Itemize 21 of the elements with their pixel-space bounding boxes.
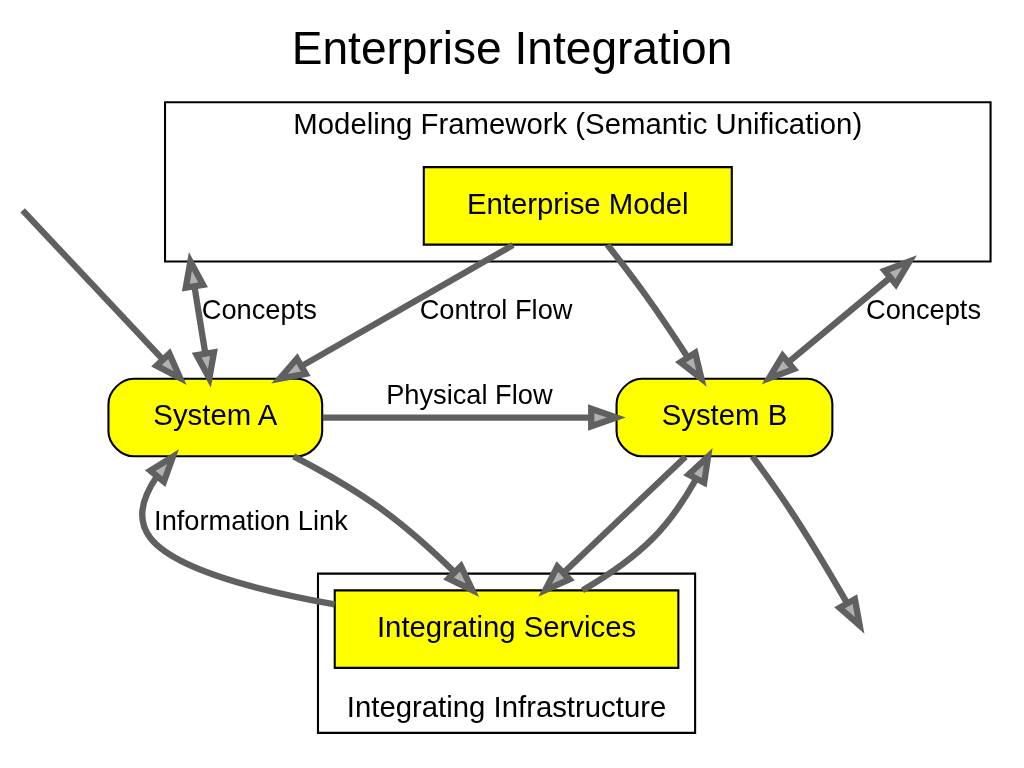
- edge-label: Concepts: [866, 293, 981, 325]
- edge-label: Control Flow: [419, 293, 573, 325]
- arrow: [271, 242, 515, 384]
- arrow: [322, 404, 626, 431]
- arrow: [604, 242, 707, 387]
- edge-label: Information Link: [154, 505, 348, 537]
- node-box: System A: [107, 377, 324, 458]
- arrow: [761, 255, 917, 385]
- node-box: Integrating Services: [333, 589, 680, 669]
- arrow: [181, 252, 218, 388]
- arrow: [580, 448, 713, 594]
- arrow: [139, 449, 336, 608]
- arrow: [749, 454, 865, 634]
- arrow: [292, 453, 480, 597]
- diagram-title: Enterprise Integration: [291, 21, 733, 74]
- edge-label: Concepts: [201, 293, 317, 325]
- node-box: System B: [615, 377, 834, 458]
- arrow: [20, 208, 187, 385]
- node-box: Enterprise Model: [422, 166, 733, 246]
- arrow: [538, 454, 688, 597]
- edge-label: Physical Flow: [386, 378, 553, 410]
